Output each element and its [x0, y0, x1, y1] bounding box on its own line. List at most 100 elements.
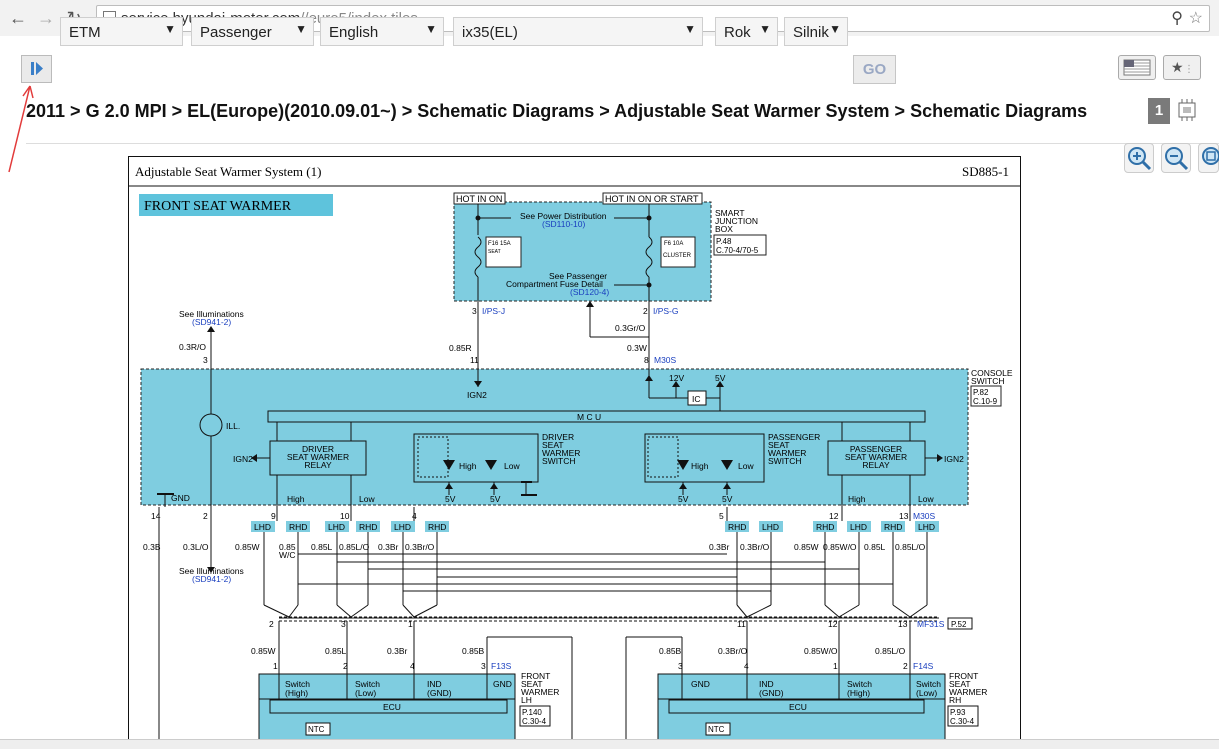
select-year[interactable]: Rok▼ [715, 17, 778, 46]
svg-text:GND: GND [691, 679, 710, 689]
chevron-down-icon: ▼ [684, 22, 696, 36]
component-icon[interactable] [1173, 97, 1201, 123]
svg-text:SEAT: SEAT [542, 440, 564, 450]
fuse-detail: Compartment Fuse Detail [506, 279, 603, 289]
svg-text:F13S: F13S [491, 661, 512, 671]
diagram-title: Adjustable Seat Warmer System (1) [135, 164, 321, 179]
mcu-bus [267, 410, 926, 423]
svg-text:Low: Low [918, 494, 934, 504]
svg-text:3: 3 [481, 661, 486, 671]
back-button[interactable]: ← [9, 8, 27, 28]
svg-text:0.85W: 0.85W [251, 646, 276, 656]
svg-text:IGN2: IGN2 [944, 454, 964, 464]
select-language[interactable]: English▼ [320, 17, 444, 46]
status-bar [0, 739, 1219, 749]
console-switch [140, 368, 969, 506]
svg-text:RHD: RHD [289, 522, 307, 532]
svg-text:3: 3 [678, 661, 683, 671]
svg-text:★: ★ [1171, 60, 1184, 76]
svg-text:GND: GND [171, 493, 190, 503]
svg-text:P.52: P.52 [951, 620, 967, 629]
forward-button[interactable]: → [37, 8, 55, 28]
svg-text:MF31S: MF31S [917, 619, 945, 629]
svg-text:RHD: RHD [359, 522, 377, 532]
select-category[interactable]: Passenger▼ [191, 17, 314, 46]
zoom-icon[interactable]: ⚲ [1171, 10, 1183, 27]
svg-text:(SD941-2): (SD941-2) [192, 317, 231, 327]
svg-text:14: 14 [151, 511, 161, 521]
zoom-fit-icon [1202, 147, 1219, 165]
svg-text:(Low): (Low) [916, 688, 937, 698]
fuse-cluster [660, 236, 696, 268]
bookmark-star-icon[interactable]: ☆ [1188, 10, 1203, 27]
svg-text:IC: IC [692, 394, 701, 404]
svg-text:10: 10 [340, 511, 350, 521]
svg-text:ILL.: ILL. [226, 421, 240, 431]
hot-in-on-start-label: HOT IN ON OR START [605, 194, 699, 204]
svg-text:3: 3 [341, 619, 346, 629]
go-button[interactable]: GO [853, 55, 896, 84]
svg-text:LHD: LHD [328, 522, 345, 532]
zoom-out-button[interactable] [1161, 143, 1191, 173]
svg-text:(High): (High) [847, 688, 870, 698]
svg-text:High: High [459, 461, 477, 471]
svg-text:LHD: LHD [254, 522, 271, 532]
svg-text:GND: GND [493, 679, 512, 689]
svg-text:13: 13 [899, 511, 909, 521]
see-passenger: See Passenger [549, 271, 607, 281]
svg-text:SEAT WARMER: SEAT WARMER [287, 452, 349, 462]
toggle-panel-button[interactable] [21, 55, 52, 83]
svg-text:2: 2 [203, 511, 208, 521]
svg-text:5: 5 [719, 511, 724, 521]
diagram-code: SD885-1 [962, 164, 1009, 179]
svg-text:DRIVER: DRIVER [542, 432, 574, 442]
play-pause-icon [31, 62, 43, 75]
chevron-down-icon: ▼ [295, 22, 307, 36]
svg-text:C.30-4: C.30-4 [522, 717, 547, 726]
flag-button[interactable] [1118, 55, 1156, 80]
svg-text:P.93: P.93 [950, 708, 966, 717]
svg-text:12V: 12V [669, 373, 684, 383]
svg-text:Switch: Switch [847, 679, 872, 689]
page-number-badge: 1 [1148, 98, 1170, 124]
favorites-button[interactable]: ★⋮ [1163, 55, 1201, 80]
svg-text:2: 2 [903, 661, 908, 671]
select-model[interactable]: ix35(EL)▼ [453, 17, 703, 46]
chevron-down-icon: ▼ [759, 22, 771, 36]
svg-text:Switch: Switch [355, 679, 380, 689]
zoom-fit-button[interactable] [1198, 143, 1219, 173]
svg-text:Switch: Switch [916, 679, 941, 689]
hot-in-on-label: HOT IN ON [456, 194, 502, 204]
select-type[interactable]: ETM▼ [60, 17, 183, 46]
select-engine[interactable]: Silnik▼ [784, 17, 848, 46]
svg-text:LHD: LHD [918, 522, 935, 532]
svg-text:I/PS-G: I/PS-G [653, 306, 679, 316]
svg-text:Low: Low [359, 494, 375, 504]
svg-text:0.85L: 0.85L [325, 646, 347, 656]
svg-text:RELAY: RELAY [304, 460, 332, 470]
svg-text:NTC: NTC [708, 725, 725, 734]
svg-text:PASSENGER: PASSENGER [768, 432, 820, 442]
breadcrumb: 2011 > G 2.0 MPI > EL(Europe)(2010.09.01… [26, 101, 1088, 121]
flag-icon [1123, 59, 1151, 76]
svg-text:CLUSTER: CLUSTER [663, 253, 692, 259]
svg-text:LHD: LHD [394, 522, 411, 532]
svg-text:2: 2 [643, 306, 648, 316]
svg-text:1: 1 [833, 661, 838, 671]
svg-text:F6 10A: F6 10A [664, 241, 683, 247]
svg-text:IGN2: IGN2 [233, 454, 253, 464]
svg-text:0.85B: 0.85B [659, 646, 682, 656]
sjb-label-1: SMART [715, 208, 745, 218]
svg-text:M C U: M C U [577, 412, 601, 422]
svg-text:LHD: LHD [850, 522, 867, 532]
svg-text:Switch: Switch [285, 679, 310, 689]
svg-text:3: 3 [472, 306, 477, 316]
svg-text:SEAT: SEAT [768, 440, 790, 450]
svg-text:11: 11 [737, 619, 746, 629]
svg-text:P.140: P.140 [522, 708, 542, 717]
zoom-in-button[interactable] [1124, 143, 1154, 173]
svg-text:13: 13 [898, 619, 908, 629]
svg-text:8: 8 [644, 355, 649, 365]
fuse-detail-ref: (SD120-4) [570, 287, 609, 297]
svg-text:SEAT: SEAT [949, 679, 971, 689]
